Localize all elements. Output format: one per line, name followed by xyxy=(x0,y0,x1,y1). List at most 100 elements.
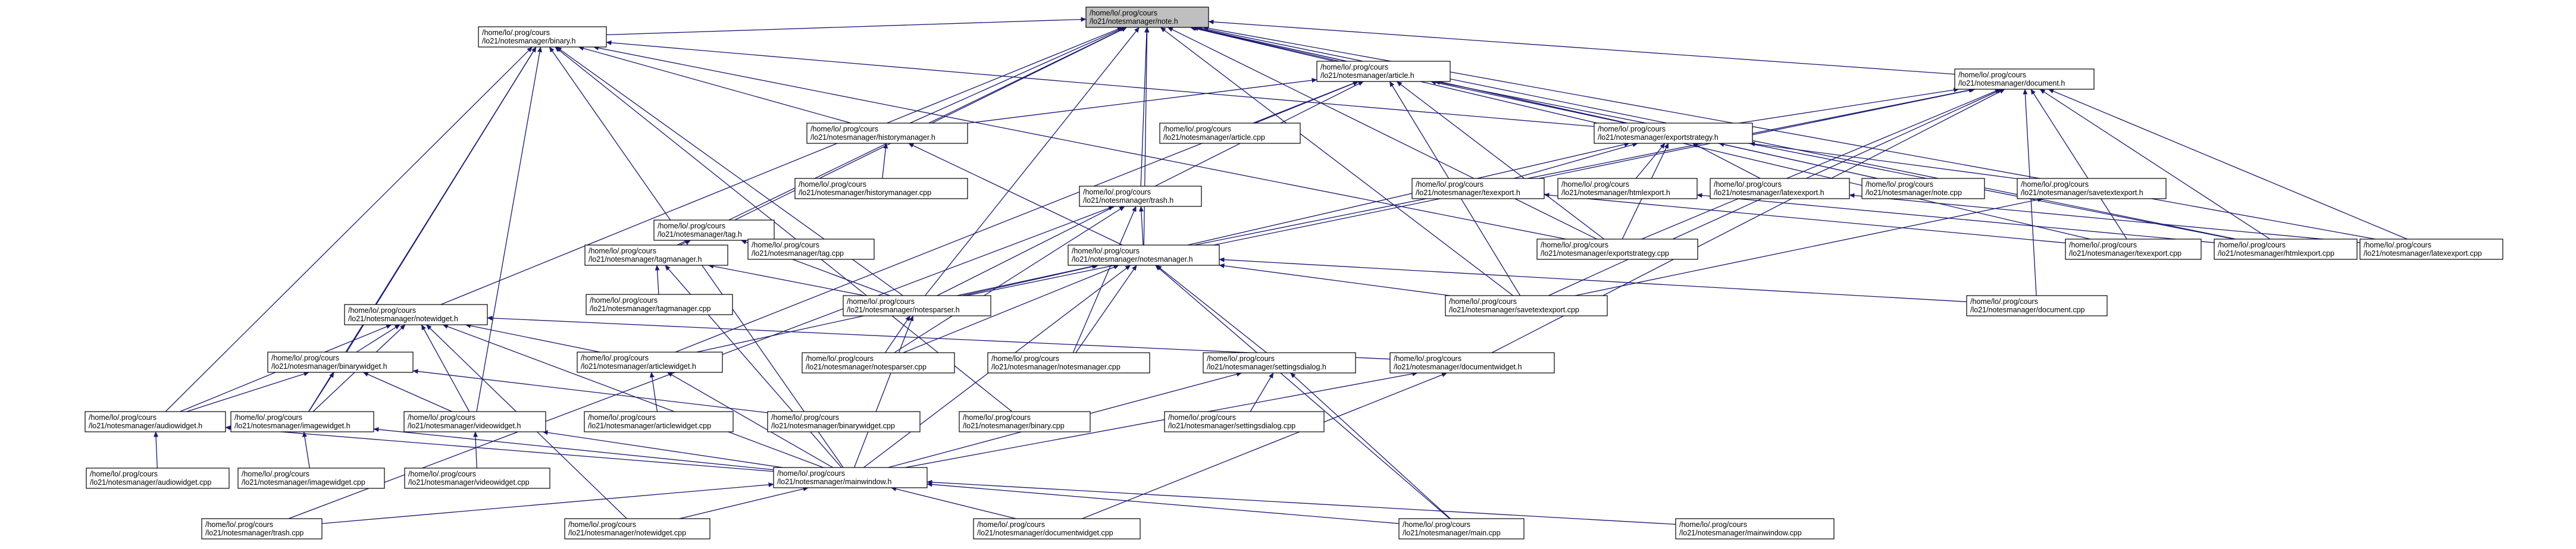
node-path-line-2: /lo21/notesmanager/texexport.cpp xyxy=(2069,249,2181,258)
node-path-line-2: /lo21/notesmanager/note.cpp xyxy=(1866,189,1962,197)
include-edge-imagewidget_cpp-to-imagewidget_h xyxy=(302,431,310,469)
include-edge-notesparser_h-to-note_h xyxy=(925,27,1140,296)
node-path-line-1: /home/lo/.prog/cours xyxy=(2218,241,2286,249)
node-exportstrategy_cpp[interactable]: /home/lo/.prog/cours/lo21/notesmanager/e… xyxy=(1536,239,1698,260)
node-texexport_h[interactable]: /home/lo/.prog/cours/lo21/notesmanager/t… xyxy=(1411,178,1545,199)
node-binarywidget_cpp[interactable]: /home/lo/.prog/cours/lo21/notesmanager/b… xyxy=(767,411,921,432)
node-mainwindow_cpp[interactable]: /home/lo/.prog/cours/lo21/notesmanager/m… xyxy=(1675,518,1835,539)
node-videowidget_h[interactable]: /home/lo/.prog/cours/lo21/notesmanager/v… xyxy=(403,411,546,432)
node-path-line-2: /lo21/notesmanager/exportstrategy.cpp xyxy=(1541,249,1669,258)
node-document_cpp[interactable]: /home/lo/.prog/cours/lo21/notesmanager/d… xyxy=(1966,295,2108,316)
node-savetextexport_cpp[interactable]: /home/lo/.prog/cours/lo21/notesmanager/s… xyxy=(1445,295,1608,316)
node-audiowidget_cpp[interactable]: /home/lo/.prog/cours/lo21/notesmanager/a… xyxy=(86,468,230,489)
include-edge-historymanager_h-to-note_h xyxy=(909,27,1125,124)
node-binary_cpp[interactable]: /home/lo/.prog/cours/lo21/notesmanager/b… xyxy=(959,411,1091,432)
node-exportstrategy_h[interactable]: /home/lo/.prog/cours/lo21/notesmanager/e… xyxy=(1594,123,1753,144)
include-edge-notesmanager_h-to-exportstrategy_h xyxy=(1187,142,1630,246)
node-box xyxy=(653,219,775,241)
include-edge-notesmanager_h-to-document_h xyxy=(1194,87,1974,246)
node-notesmanager_cpp[interactable]: /home/lo/.prog/cours/lo21/notesmanager/n… xyxy=(987,352,1150,374)
node-htmlexport_h[interactable]: /home/lo/.prog/cours/lo21/notesmanager/h… xyxy=(1557,178,1698,199)
node-notewidget_h[interactable]: /home/lo/.prog/cours/lo21/notesmanager/n… xyxy=(344,304,488,325)
node-document_h[interactable]: /home/lo/.prog/cours/lo21/notesmanager/d… xyxy=(1954,68,2095,90)
node-binarywidget_h[interactable]: /home/lo/.prog/cours/lo21/notesmanager/b… xyxy=(267,352,414,373)
include-edge-mainwindow_h-to-imagewidget_h xyxy=(373,427,774,470)
include-edge-articlewidget_h-to-article_h xyxy=(675,81,1359,353)
include-edge-latexexport_cpp-to-note_h xyxy=(1203,26,2376,240)
node-path-line-2: /lo21/notesmanager/notesparser.h xyxy=(847,306,960,314)
node-path-line-1: /home/lo/.prog/cours xyxy=(991,355,1059,363)
node-tag_cpp[interactable]: /home/lo/.prog/cours/lo21/notesmanager/t… xyxy=(747,239,875,260)
node-path-line-2: /lo21/notesmanager/document.h xyxy=(1958,79,2065,87)
node-path-line-2: /lo21/notesmanager/tagmanager.h xyxy=(589,255,702,263)
node-documentwidget_h[interactable]: /home/lo/.prog/cours/lo21/notesmanager/d… xyxy=(1389,352,1555,374)
node-imagewidget_cpp[interactable]: /home/lo/.prog/cours/lo21/notesmanager/i… xyxy=(237,468,385,489)
node-notesmanager_h[interactable]: /home/lo/.prog/cours/lo21/notesmanager/n… xyxy=(1068,244,1220,266)
node-path-line-1: /home/lo/.prog/cours xyxy=(242,470,309,478)
node-path-line-1: /home/lo/.prog/cours xyxy=(2069,241,2137,249)
include-edge-binarywidget_h-to-notewidget_h xyxy=(356,324,400,353)
node-tagmanager_h[interactable]: /home/lo/.prog/cours/lo21/notesmanager/t… xyxy=(584,244,728,266)
node-path-line-2: /lo21/notesmanager/audiowidget.h xyxy=(89,422,202,430)
node-texexport_cpp[interactable]: /home/lo/.prog/cours/lo21/notesmanager/t… xyxy=(2065,239,2202,260)
node-mainwindow_h[interactable]: /home/lo/.prog/cours/lo21/notesmanager/m… xyxy=(773,467,928,488)
include-edge-audiowidget_cpp-to-audiowidget_h xyxy=(154,431,159,469)
node-path-line-2: /lo21/notesmanager/settingsdialog.h xyxy=(1207,363,1326,371)
node-path-line-1: /home/lo/.prog/cours xyxy=(777,469,845,478)
include-edge-main_cpp-to-notesmanager_h xyxy=(1155,265,1450,519)
node-path-line-1: /home/lo/.prog/cours xyxy=(658,222,725,230)
node-settingsdialog_cpp[interactable]: /home/lo/.prog/cours/lo21/notesmanager/s… xyxy=(1164,411,1325,432)
node-notesparser_h[interactable]: /home/lo/.prog/cours/lo21/notesmanager/n… xyxy=(843,295,991,316)
node-latexexport_cpp[interactable]: /home/lo/.prog/cours/lo21/notesmanager/l… xyxy=(2359,239,2503,260)
node-path-line-1: /home/lo/.prog/cours xyxy=(589,247,656,255)
node-videowidget_cpp[interactable]: /home/lo/.prog/cours/lo21/notesmanager/v… xyxy=(404,468,550,489)
node-notesparser_cpp[interactable]: /home/lo/.prog/cours/lo21/notesmanager/n… xyxy=(802,352,955,374)
node-savetextexport_h[interactable]: /home/lo/.prog/cours/lo21/notesmanager/s… xyxy=(2017,178,2167,199)
node-notewidget_cpp[interactable]: /home/lo/.prog/cours/lo21/notesmanager/n… xyxy=(564,518,710,539)
node-article_cpp[interactable]: /home/lo/.prog/cours/lo21/notesmanager/a… xyxy=(1159,123,1301,144)
node-path-line-1: /home/lo/.prog/cours xyxy=(348,306,416,315)
node-articlewidget_h[interactable]: /home/lo/.prog/cours/lo21/notesmanager/a… xyxy=(577,352,723,373)
node-main_cpp[interactable]: /home/lo/.prog/cours/lo21/notesmanager/m… xyxy=(1398,518,1525,539)
node-box xyxy=(1594,123,1753,144)
node-note_cpp[interactable]: /home/lo/.prog/cours/lo21/notesmanager/n… xyxy=(1861,178,1985,199)
node-path-line-1: /home/lo/.prog/cours xyxy=(588,413,656,422)
node-tag_h[interactable]: /home/lo/.prog/cours/lo21/notesmanager/t… xyxy=(653,219,775,241)
node-path-line-1: /home/lo/.prog/cours xyxy=(963,413,1031,422)
node-settingsdialog_h[interactable]: /home/lo/.prog/cours/lo21/notesmanager/s… xyxy=(1203,352,1356,374)
node-historymanager_cpp[interactable]: /home/lo/.prog/cours/lo21/notesmanager/h… xyxy=(794,178,968,199)
node-documentwidget_cpp[interactable]: /home/lo/.prog/cours/lo21/notesmanager/d… xyxy=(973,518,1141,539)
node-box xyxy=(747,239,875,260)
node-imagewidget_h[interactable]: /home/lo/.prog/cours/lo21/notesmanager/i… xyxy=(230,411,374,432)
node-path-line-2: /lo21/notesmanager/documentwidget.h xyxy=(1394,363,1522,371)
node-path-line-2: /lo21/notesmanager/imagewidget.h xyxy=(234,422,350,430)
node-article_h[interactable]: /home/lo/.prog/cours/lo21/notesmanager/a… xyxy=(1316,61,1451,82)
node-box xyxy=(1159,123,1301,144)
node-box xyxy=(1536,239,1698,260)
nodes-layer: /home/lo/.prog/cours/lo21/notesmanager/n… xyxy=(84,7,2503,539)
node-trash_h[interactable]: /home/lo/.prog/cours/lo21/notesmanager/t… xyxy=(1079,186,1202,207)
node-path-line-1: /home/lo/.prog/cours xyxy=(568,520,636,529)
node-articlewidget_cpp[interactable]: /home/lo/.prog/cours/lo21/notesmanager/a… xyxy=(584,411,734,432)
include-edge-binary_cpp-to-binary_h xyxy=(555,46,1013,412)
node-box xyxy=(1085,7,1209,28)
include-edge-notesparser_h-to-notesmanager_h xyxy=(962,263,1099,296)
include-edge-imagewidget_h-to-binary_h xyxy=(308,46,537,412)
node-path-line-1: /home/lo/.prog/cours xyxy=(271,354,339,362)
node-box xyxy=(403,411,546,432)
include-edge-audiowidget_h-to-binary_h xyxy=(165,46,533,412)
node-audiowidget_h[interactable]: /home/lo/.prog/cours/lo21/notesmanager/a… xyxy=(84,411,226,432)
node-tagmanager_cpp[interactable]: /home/lo/.prog/cours/lo21/notesmanager/t… xyxy=(586,294,733,315)
include-edge-document_cpp-to-notesmanager_h xyxy=(1219,257,1967,302)
include-edge-savetextexport_cpp-to-note_h xyxy=(1160,27,1514,296)
include-edge-mainwindow_h-to-articlewidget_h xyxy=(667,372,833,468)
node-binary_h[interactable]: /home/lo/.prog/cours/lo21/notesmanager/b… xyxy=(478,26,607,48)
node-htmlexport_cpp[interactable]: /home/lo/.prog/cours/lo21/notesmanager/h… xyxy=(2214,239,2358,260)
node-path-line-1: /home/lo/.prog/cours xyxy=(810,125,878,133)
include-edge-documentwidget_cpp-to-mainwindow_h xyxy=(891,487,1016,519)
node-trash_cpp[interactable]: /home/lo/.prog/cours/lo21/notesmanager/t… xyxy=(201,518,323,539)
node-note_h[interactable]: /home/lo/.prog/cours/lo21/notesmanager/n… xyxy=(1085,7,1209,28)
node-latexexport_h[interactable]: /home/lo/.prog/cours/lo21/notesmanager/l… xyxy=(1710,178,1850,199)
node-historymanager_h[interactable]: /home/lo/.prog/cours/lo21/notesmanager/h… xyxy=(806,123,968,144)
include-edge-notesmanager_h-to-trash_h xyxy=(1138,206,1144,246)
